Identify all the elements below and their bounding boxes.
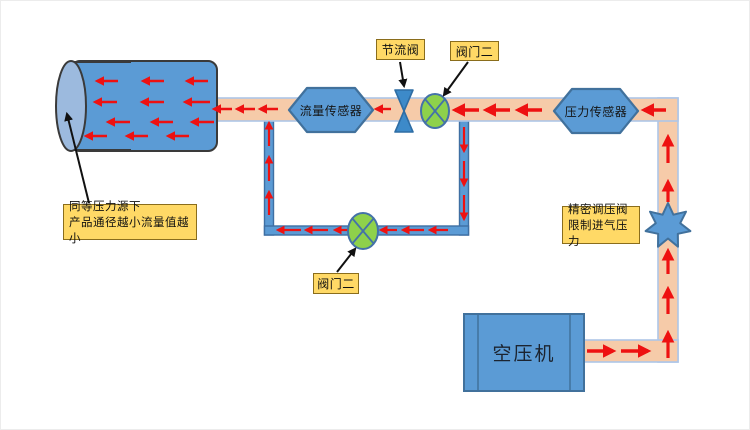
green-x-valve-bottom-icon <box>347 212 379 250</box>
regulator-callout-line1: 精密调压阀 <box>568 202 628 216</box>
valve-two-top-leader-arrow <box>442 61 469 97</box>
valve-two-bottom-callout: 阀门二 <box>313 273 359 294</box>
flow-sensor-label: 流量传感器 <box>299 103 363 118</box>
seven-point-star-icon <box>644 202 692 248</box>
green-x-valve-top-icon <box>420 93 450 129</box>
cylinder-end-cap <box>55 60 87 152</box>
compressor-box <box>463 313 585 392</box>
cylinder-note-line1: 同等压力源下 <box>69 199 141 213</box>
pressure-sensor-hexagon <box>552 87 640 135</box>
cylinder-flow-arrows <box>83 76 214 141</box>
flow-sensor-hexagon <box>287 86 375 134</box>
pressure-sensor-label: 压力传感器 <box>564 104 628 119</box>
cylinder-tank <box>55 60 218 152</box>
throttle-valve-callout: 节流阀 <box>376 39 425 60</box>
valve-two-top-callout: 阀门二 <box>450 41 499 61</box>
bowtie-valve-icon <box>394 89 414 133</box>
valve-two-bottom-leader-arrow <box>336 247 357 273</box>
regulator-callout-line2: 限制进气压力 <box>568 218 628 248</box>
cylinder-note-callout: 同等压力源下 产品通径越小流量值越小 <box>63 199 197 245</box>
cylinder-note-line2: 产品通径越小流量值越小 <box>69 215 189 245</box>
compressor-label: 空压机 <box>492 343 556 365</box>
regulator-callout: 精密调压阀 限制进气压力 <box>562 202 640 248</box>
throttle-leader-arrow <box>398 61 408 89</box>
cylinder-note-leader-arrow <box>64 111 90 204</box>
leader-arrows <box>64 61 469 273</box>
